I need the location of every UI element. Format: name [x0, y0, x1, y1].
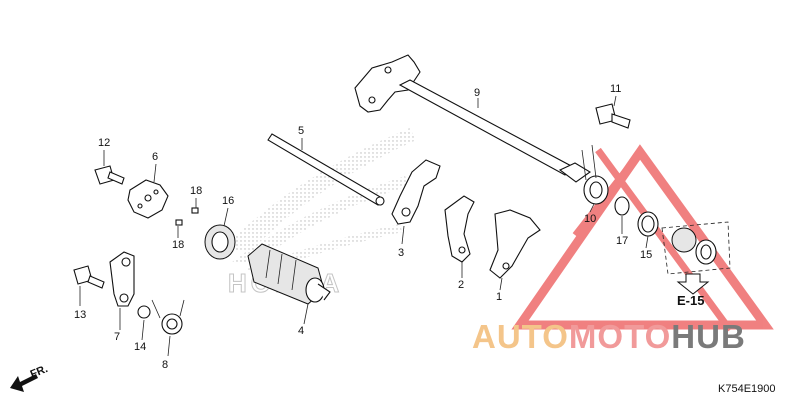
- callout-2: 2: [458, 279, 464, 291]
- callout-12: 12: [98, 137, 110, 149]
- part-washer-14: [137, 305, 151, 319]
- diagram-code: K754E1900: [718, 383, 776, 395]
- part-seal-15: [637, 211, 659, 237]
- watermark-text: AUTOMOTOHUB: [472, 318, 746, 355]
- callout-6: 6: [152, 151, 158, 163]
- part-shift-fork-2: [444, 195, 475, 263]
- part-spring-10: [581, 144, 609, 205]
- front-direction-arrow-icon: [10, 374, 38, 392]
- callout-13: 13: [74, 309, 86, 321]
- callout-18-bottom: 18: [172, 239, 184, 251]
- callout-7: 7: [114, 331, 120, 343]
- part-spring-8: [151, 299, 185, 335]
- callout-8: 8: [162, 359, 168, 371]
- part-stopper-arm: [109, 251, 135, 307]
- watermark-hub: HUB: [671, 318, 746, 355]
- callout-1: 1: [496, 291, 502, 303]
- callout-17: 17: [616, 235, 628, 247]
- part-shift-shaft: [354, 54, 592, 183]
- callout-16: 16: [222, 195, 234, 207]
- svg-text:AUTOMOTOHUB: AUTOMOTOHUB: [472, 318, 746, 355]
- part-ref-assembly: [661, 221, 731, 275]
- callout-5: 5: [298, 125, 304, 137]
- callout-4: 4: [298, 325, 304, 337]
- watermark-moto: MOTO: [569, 318, 671, 355]
- reference-arrow-icon: [676, 273, 710, 295]
- callout-9: 9: [474, 87, 480, 99]
- part-pins: [175, 207, 199, 226]
- part-fork-shaft: [267, 133, 385, 206]
- callout-14: 14: [134, 341, 146, 353]
- watermark-logo: [511, 144, 774, 333]
- part-stopper-plate: [127, 179, 169, 219]
- part-shift-drum: [247, 243, 331, 305]
- callout-11: 11: [610, 83, 621, 95]
- callout-18-top: 18: [190, 185, 202, 197]
- part-bolt-12: [94, 165, 125, 185]
- callout-10: 10: [584, 213, 596, 225]
- callout-3: 3: [398, 247, 404, 259]
- part-bolt-13: [73, 265, 105, 289]
- part-bearing: [204, 224, 236, 260]
- front-label: FR.: [29, 363, 50, 381]
- part-shift-fork-3: [391, 159, 441, 225]
- callout-15: 15: [640, 249, 652, 261]
- part-bolt-11: [595, 103, 631, 129]
- callout-labels: 9 11 5 12 6 18 16 18 3 10 17 15 2 1 13 7…: [74, 83, 652, 371]
- reference-label: E-15: [677, 293, 704, 308]
- part-washer-17: [614, 196, 630, 216]
- part-shift-fork-1: [489, 209, 541, 279]
- watermark-auto: AUTO: [472, 318, 569, 355]
